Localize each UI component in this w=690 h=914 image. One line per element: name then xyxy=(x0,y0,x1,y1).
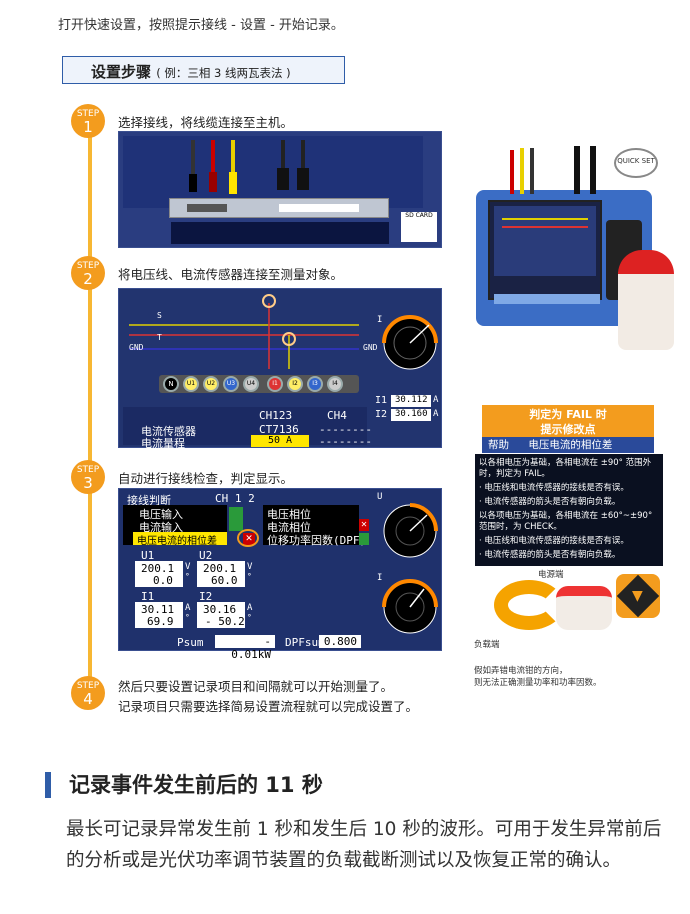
arrow-icon: ▼ xyxy=(632,588,643,604)
clamp-sensor-image xyxy=(494,580,564,630)
help-body: 以各相电压为基础，各相电流在 ±90° 范围外时，判定为 FAIL。 · 电压线… xyxy=(475,454,663,566)
i1-reading: 30.112 xyxy=(391,395,431,407)
steps-title: 设置步骤 xyxy=(91,63,152,81)
psum-value: - 0.01kW xyxy=(215,635,275,661)
step-4-text-2: 记录项目只需要选择简易设置流程就可以完成设置了。 xyxy=(118,699,419,714)
current-range-value: 50 A xyxy=(251,435,309,447)
channel-i3: I3 xyxy=(307,376,323,392)
fail-highlight xyxy=(237,529,259,547)
step-3-badge: STEP 3 xyxy=(71,460,105,494)
sd-card-icon: SD CARD xyxy=(401,212,437,242)
channel-i1: I1 xyxy=(267,376,283,392)
step-4-badge: STEP 4 xyxy=(71,676,105,710)
fail-panel-header: 判定为 FAIL 时 提示修改点 xyxy=(482,405,654,437)
clamp-caption-1: 假如弄错电流钳的方向， xyxy=(474,666,568,676)
source-side-label: 电源端 xyxy=(538,570,564,580)
screen-wiring-connection: SD CARD xyxy=(118,131,442,248)
steps-subtitle: ( 例：三相 3 线两瓦表法 ) xyxy=(156,66,291,80)
screen-measurement-connection: S T GND GND I N U1 U2 U3 U4 I1 I2 I3 I4 … xyxy=(118,288,442,450)
fail-mark-2: ✕ xyxy=(359,519,369,531)
phasor-diagrams xyxy=(382,503,438,634)
phase-diff-row: 电压电流的相位差 xyxy=(133,532,227,547)
clamp-caption-2: 则无法正确测量功率和功率因数。 xyxy=(474,678,602,688)
step-2-badge: STEP 2 xyxy=(71,256,105,290)
section-body: 最长可记录异常发生前 1 秒和发生后 10 秒的波形。可用于发生异常前后的分析或… xyxy=(66,819,662,871)
help-bar: 帮助 电压电流的相位差 xyxy=(482,437,654,453)
gloved-hand xyxy=(618,250,674,350)
step-1-text: 选择接线，将线缆连接至主机。 xyxy=(118,115,294,130)
step-label: STEP xyxy=(76,109,100,119)
arrow-sign: ▼ xyxy=(616,574,660,618)
step-number: 1 xyxy=(83,118,93,136)
hand-image xyxy=(556,586,612,630)
step-2-text: 将电压线、电流传感器连接至测量对象。 xyxy=(118,267,344,282)
dpf-value: 0.800 xyxy=(319,635,361,648)
section-heading: 记录事件发生前后的 11 秒 xyxy=(45,772,323,798)
channel-i2: I2 xyxy=(287,376,303,392)
channel-u3: U3 xyxy=(223,376,239,392)
channel-n: N xyxy=(163,376,179,392)
screen-wiring-check: 接线判断 CH 1 2 U 电压输入 电流输入 电压电流的相位差 ✕ 电压相位 … xyxy=(118,488,442,661)
steps-title-box: 设置步骤 ( 例：三相 3 线两瓦表法 ) xyxy=(62,56,345,84)
i2-reading: 30.160 xyxy=(391,409,431,421)
intro-text: 打开快速设置，按照提示接线 - 设置 - 开始记录。 xyxy=(58,18,344,33)
channel-u4: U4 xyxy=(243,376,259,392)
channel-u1: U1 xyxy=(183,376,199,392)
quick-set-button[interactable]: QUICK SET xyxy=(614,148,658,178)
load-side-label: 负载端 xyxy=(474,640,500,650)
step-4-text: 然后只要设置记录项目和间隔就可以开始测量了。 xyxy=(118,679,394,694)
channel-i4: I4 xyxy=(327,376,343,392)
step-timeline xyxy=(88,120,92,690)
step-1-badge: STEP 1 xyxy=(71,104,105,138)
phasor-diagram xyxy=(382,315,438,370)
channel-u2: U2 xyxy=(203,376,219,392)
step-3-text: 自动进行接线检查，判定显示。 xyxy=(118,471,294,486)
